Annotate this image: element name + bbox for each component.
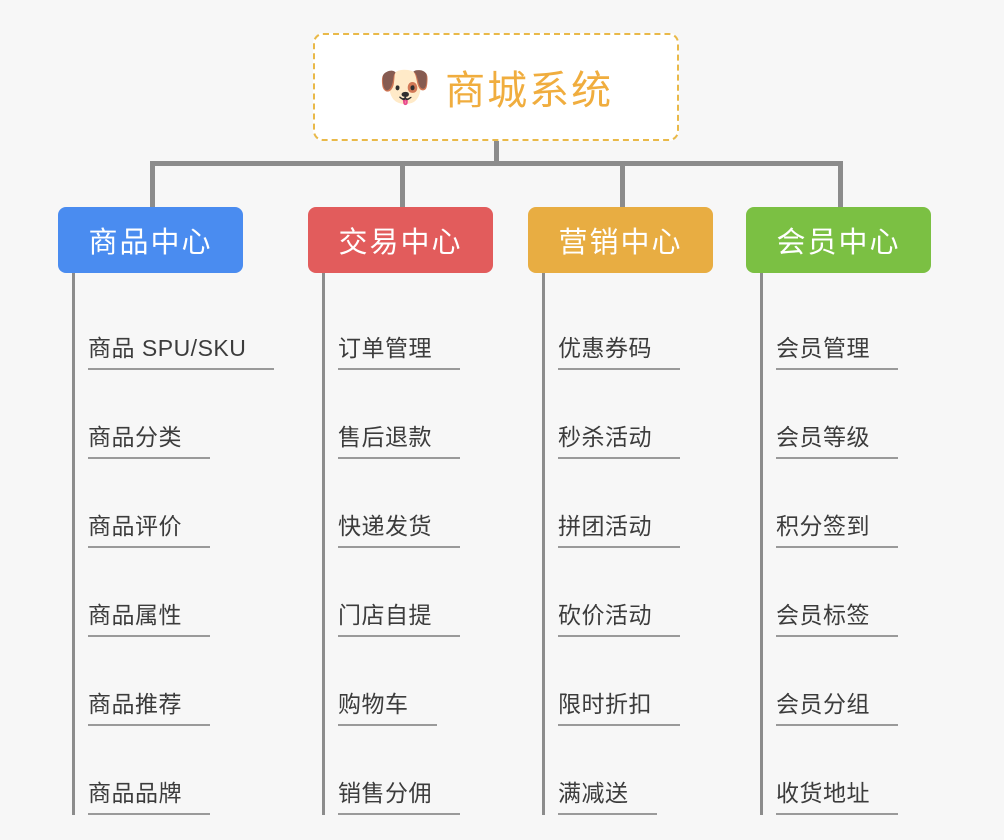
leaf-item[interactable]: 优惠券码 — [528, 281, 713, 370]
leaf-list-trade-center: 订单管理售后退款快递发货门店自提购物车销售分佣 — [308, 273, 493, 815]
leaf-item-label: 优惠券码 — [558, 335, 680, 370]
column-marketing-center: 营销中心优惠券码秒杀活动拼团活动砍价活动限时折扣满减送 — [528, 207, 713, 815]
leaf-item-label: 限时折扣 — [558, 691, 680, 726]
leaf-item[interactable]: 限时折扣 — [528, 637, 713, 726]
column-product-center: 商品中心商品 SPU/SKU 商品分类商品评价商品属性商品推荐商品品牌 — [58, 207, 275, 815]
leaf-item-label: 会员分组 — [776, 691, 898, 726]
leaf-spine-trade-center — [322, 273, 325, 815]
leaf-item[interactable]: 售后退款 — [308, 370, 493, 459]
leaf-item[interactable]: 会员管理 — [746, 281, 931, 370]
leaf-item-label: 会员管理 — [776, 335, 898, 370]
category-label: 会员中心 — [776, 227, 901, 259]
leaf-list-product-center: 商品 SPU/SKU 商品分类商品评价商品属性商品推荐商品品牌 — [58, 273, 275, 815]
leaf-item[interactable]: 收货地址 — [746, 726, 931, 815]
leaf-spine-member-center — [760, 273, 763, 815]
leaf-item-label: 购物车 — [338, 691, 437, 726]
leaf-item[interactable]: 商品品牌 — [58, 726, 243, 815]
leaf-item-label: 订单管理 — [338, 335, 460, 370]
leaf-item[interactable]: 商品分类 — [58, 370, 243, 459]
leaf-item-label: 会员等级 — [776, 424, 898, 459]
leaf-item[interactable]: 商品属性 — [58, 548, 243, 637]
category-label: 交易中心 — [338, 227, 463, 259]
leaf-item-label: 销售分佣 — [338, 780, 460, 815]
category-box-member-center[interactable]: 会员中心 — [746, 207, 931, 273]
leaf-item-label: 满减送 — [558, 780, 657, 815]
leaf-item-label: 快递发货 — [338, 513, 460, 548]
leaf-item[interactable]: 订单管理 — [308, 281, 493, 370]
leaf-item[interactable]: 会员分组 — [746, 637, 931, 726]
leaf-item[interactable]: 秒杀活动 — [528, 370, 713, 459]
leaf-item-label: 商品 SPU/SKU — [88, 335, 275, 370]
leaf-item-label: 秒杀活动 — [558, 424, 680, 459]
leaf-list-member-center: 会员管理会员等级积分签到会员标签会员分组收货地址 — [746, 273, 931, 815]
column-trade-center: 交易中心订单管理售后退款快递发货门店自提购物车销售分佣 — [308, 207, 493, 815]
leaf-item-label: 商品推荐 — [88, 691, 210, 726]
leaf-item[interactable]: 满减送 — [528, 726, 713, 815]
leaf-item[interactable]: 会员等级 — [746, 370, 931, 459]
leaf-item-label: 售后退款 — [338, 424, 460, 459]
leaf-item-label: 会员标签 — [776, 602, 898, 637]
leaf-item-label: 收货地址 — [776, 780, 898, 815]
root-node-title: 商城系统 — [445, 69, 614, 113]
leaf-item[interactable]: 商品 SPU/SKU — [58, 281, 275, 370]
leaf-item-label: 砍价活动 — [558, 602, 680, 637]
leaf-item[interactable]: 快递发货 — [308, 459, 493, 548]
connector-drop-product-center — [150, 161, 155, 209]
leaf-item[interactable]: 门店自提 — [308, 548, 493, 637]
leaf-item[interactable]: 拼团活动 — [528, 459, 713, 548]
connector-drop-marketing-center — [620, 161, 625, 209]
connector-drop-trade-center — [400, 161, 405, 209]
category-box-marketing-center[interactable]: 营销中心 — [528, 207, 713, 273]
leaf-item[interactable]: 销售分佣 — [308, 726, 493, 815]
category-box-product-center[interactable]: 商品中心 — [58, 207, 243, 273]
category-label: 营销中心 — [558, 227, 683, 259]
leaf-spine-marketing-center — [542, 273, 545, 815]
category-box-trade-center[interactable]: 交易中心 — [308, 207, 493, 273]
leaf-item-label: 商品评价 — [88, 513, 210, 548]
leaf-item[interactable]: 购物车 — [308, 637, 493, 726]
connector-root-stem — [494, 141, 499, 165]
leaf-item-label: 商品分类 — [88, 424, 210, 459]
column-member-center: 会员中心会员管理会员等级积分签到会员标签会员分组收货地址 — [746, 207, 931, 815]
leaf-item[interactable]: 会员标签 — [746, 548, 931, 637]
leaf-item-label: 门店自提 — [338, 602, 460, 637]
leaf-item[interactable]: 砍价活动 — [528, 548, 713, 637]
leaf-item-label: 拼团活动 — [558, 513, 680, 548]
leaf-spine-product-center — [72, 273, 75, 815]
root-node-shop-system[interactable]: 🐶 商城系统 — [313, 33, 679, 141]
leaf-list-marketing-center: 优惠券码秒杀活动拼团活动砍价活动限时折扣满减送 — [528, 273, 713, 815]
leaf-item-label: 商品品牌 — [88, 780, 210, 815]
dog-face-icon: 🐶 — [378, 63, 432, 110]
leaf-item-label: 积分签到 — [776, 513, 898, 548]
leaf-item[interactable]: 商品评价 — [58, 459, 243, 548]
connector-horizontal-bar — [150, 161, 843, 166]
connector-drop-member-center — [838, 161, 843, 209]
leaf-item[interactable]: 积分签到 — [746, 459, 931, 548]
leaf-item-label: 商品属性 — [88, 602, 210, 637]
leaf-item[interactable]: 商品推荐 — [58, 637, 243, 726]
category-label: 商品中心 — [88, 227, 213, 259]
